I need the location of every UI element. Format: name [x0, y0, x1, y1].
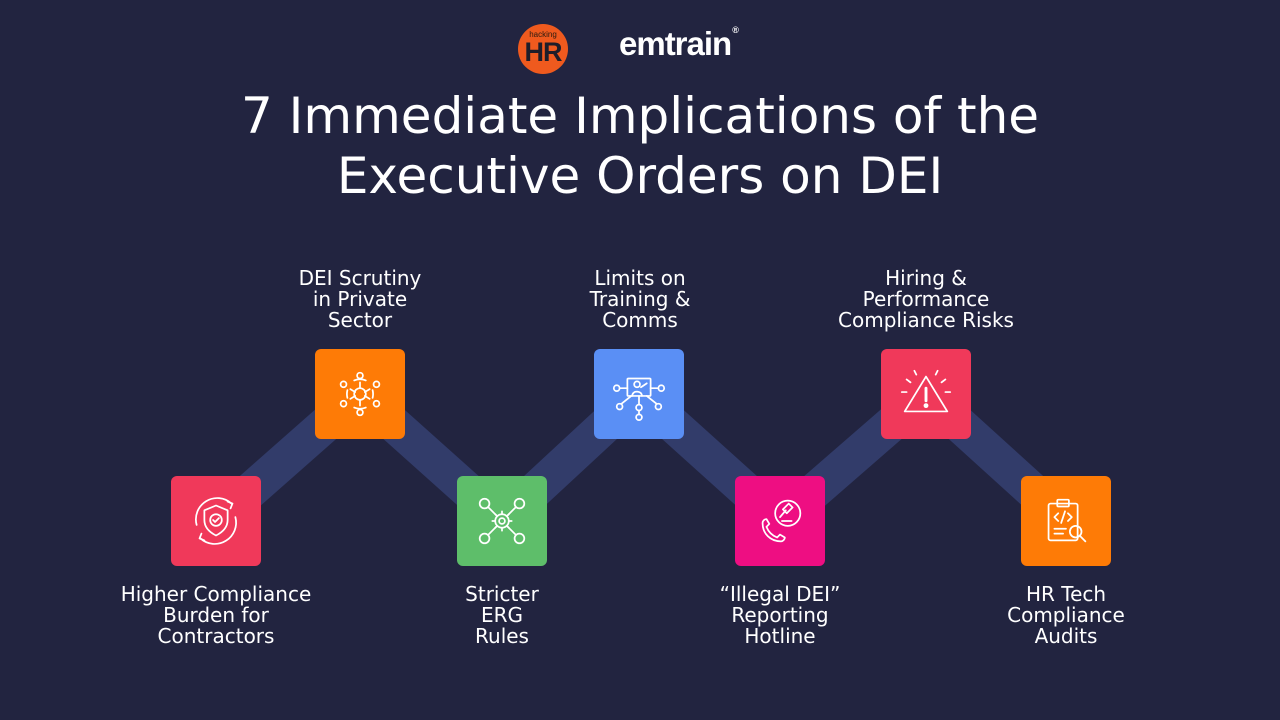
label-contractors-line-1: Higher Compliance: [120, 582, 312, 606]
node-erg: [457, 476, 547, 566]
network-gear-icon: [478, 497, 526, 545]
label-hotline-line-3: Hotline: [744, 624, 816, 648]
presenter-network-icon: [612, 377, 666, 422]
warning-triangle-icon: [900, 369, 952, 413]
label-hiring-line-1: Hiring &: [885, 266, 967, 290]
title-line-2: Executive Orders on DEI: [336, 147, 944, 205]
node-hotline: [735, 476, 825, 566]
node-contractors: [171, 476, 261, 566]
shield-check-icon: [195, 497, 237, 545]
label-erg-line-3: Rules: [475, 624, 529, 648]
label-training-line-2: Training &: [589, 287, 691, 311]
label-erg-line-1: Stricter: [465, 582, 539, 606]
label-hiring-line-3: Compliance Risks: [838, 308, 1014, 332]
node-private-sector: [315, 349, 405, 439]
label-erg-line-2: ERG: [480, 603, 524, 627]
label-private-sector-line-2: in Private: [312, 287, 408, 311]
label-private-sector: DEI Scrutiny in Private Sector: [250, 268, 470, 331]
label-training: Limits on Training & Comms: [540, 268, 740, 331]
hacking-hr-logo: hacking HR: [518, 24, 568, 74]
label-hiring-line-2: Performance: [862, 287, 990, 311]
node-audits: [1021, 476, 1111, 566]
emtrain-logo-text: emtrain: [619, 25, 732, 62]
label-audits-line-2: Compliance: [1007, 603, 1125, 627]
page-title: 7 Immediate Implications of the Executiv…: [0, 86, 1280, 206]
label-private-sector-line-3: Sector: [327, 308, 393, 332]
label-hotline-line-2: Reporting: [731, 603, 829, 627]
title-line-1: 7 Immediate Implications of the: [240, 87, 1040, 145]
hacking-hr-logo-big-text: HR: [524, 37, 563, 67]
label-private-sector-line-1: DEI Scrutiny: [298, 266, 422, 290]
label-contractors-line-2: Burden for: [163, 603, 269, 627]
label-hotline: “Illegal DEI” Reporting Hotline: [670, 584, 890, 647]
label-audits-line-3: Audits: [1034, 624, 1098, 648]
team-circle-icon: [339, 371, 381, 417]
label-hiring: Hiring & Performance Compliance Risks: [806, 268, 1046, 331]
clipboard-code-icon: [1047, 498, 1087, 543]
emtrain-logo: emtrain®: [619, 25, 739, 63]
phone-gavel-icon: [761, 499, 802, 543]
node-hiring: [881, 349, 971, 439]
emtrain-registered-mark: ®: [732, 25, 739, 35]
label-hotline-line-1: “Illegal DEI”: [719, 582, 841, 606]
label-contractors-line-3: Contractors: [157, 624, 275, 648]
label-erg: Stricter ERG Rules: [402, 584, 602, 647]
label-training-line-1: Limits on: [594, 266, 686, 290]
hacking-hr-logo-small-text: hacking: [529, 30, 557, 39]
label-contractors: Higher Compliance Burden for Contractors: [96, 584, 336, 647]
node-training: [594, 349, 684, 439]
label-audits-line-1: HR Tech: [1025, 582, 1107, 606]
label-training-line-3: Comms: [602, 308, 678, 332]
label-audits: HR Tech Compliance Audits: [956, 584, 1176, 647]
